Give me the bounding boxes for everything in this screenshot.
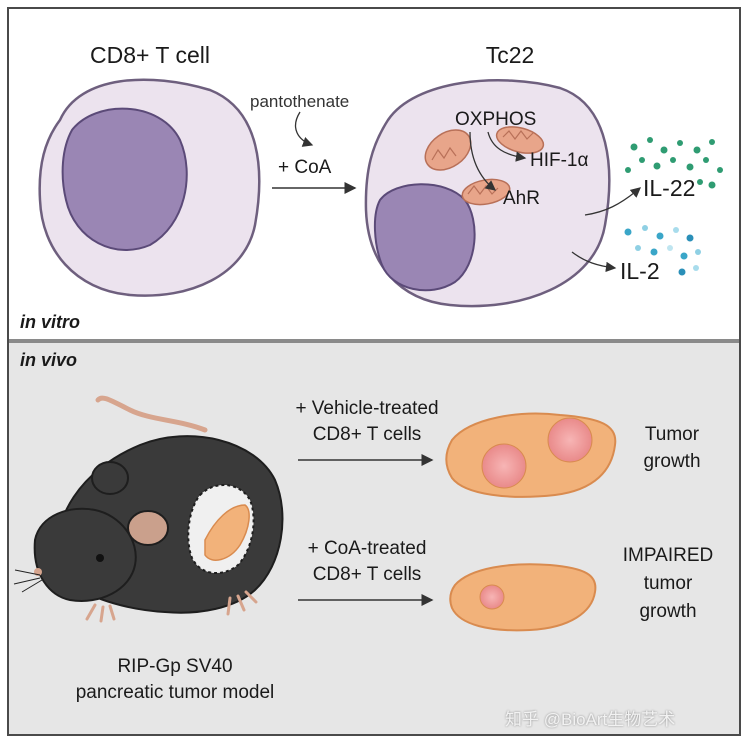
tc22-title: Tc22: [485, 42, 535, 68]
il22-cytokine-dots: [625, 137, 723, 189]
oxphos-label: OXPHOS: [455, 109, 537, 130]
mouse-head: [33, 507, 137, 602]
tumor-large: [445, 412, 617, 498]
vehicle-label-line1: + Vehicle-treated: [295, 398, 439, 419]
panel-divider: [9, 339, 739, 343]
mouse-front-paw: [85, 603, 116, 623]
outcome2-line2: tumor: [643, 573, 693, 594]
hif-label: HIF-1α: [530, 150, 589, 171]
coa-treated-label-line2: CD8+ T cells: [312, 564, 422, 585]
il22-secretion-arrow: [584, 187, 641, 216]
oxphos-to-hif-arrow: [487, 131, 527, 162]
il2-cytokine-dots: [624, 225, 701, 276]
mouse-illustration: [13, 395, 284, 623]
outcome1-line1: Tumor: [644, 424, 700, 445]
watermark: 知乎 @BioArt生物艺术: [505, 710, 676, 729]
ahr-label: AhR: [503, 188, 540, 209]
mitochondrion-1: [424, 129, 472, 171]
model-label-line1: RIP-Gp SV40: [117, 656, 233, 677]
coa-treated-label-line1: + CoA-treated: [307, 538, 427, 559]
tc22-nucleus: [373, 183, 476, 292]
outcome2-line1: IMPAIRED: [622, 545, 714, 566]
mouse-whiskers: [13, 569, 43, 593]
tumor-impaired: [449, 563, 597, 632]
il2-secretion-arrow: [571, 251, 617, 273]
mitochondrion-2: [495, 126, 545, 154]
il2-label: IL-2: [620, 258, 660, 284]
in-vitro-label: in vitro: [20, 312, 81, 332]
in-vivo-label: in vivo: [20, 350, 78, 370]
mouse-hind-paw: [226, 590, 258, 616]
model-label-line2: pancreatic tumor model: [75, 682, 275, 703]
pantothenate-label: pantothenate: [250, 92, 350, 111]
mouse-tail: [95, 395, 208, 433]
mouse-ear-back: [91, 461, 129, 495]
cd8-t-cell-title: CD8+ T cell: [90, 42, 210, 68]
outcome2-line3: growth: [639, 601, 697, 622]
mitochondrion-3: [461, 178, 511, 206]
mouse-pancreas: [204, 504, 250, 561]
cd8-t-cell-nucleus: [61, 107, 188, 251]
vehicle-label-line2: CD8+ T cells: [312, 424, 422, 445]
coa-label: + CoA: [278, 157, 332, 178]
oxphos-to-ahr-arrow: [469, 131, 497, 191]
pantothenate-curve-arrow: [295, 111, 314, 147]
il22-label: IL-22: [643, 175, 696, 201]
outcome1-line2: growth: [643, 451, 701, 472]
mouse-eye: [96, 554, 104, 562]
mouse-ear: [127, 510, 169, 546]
